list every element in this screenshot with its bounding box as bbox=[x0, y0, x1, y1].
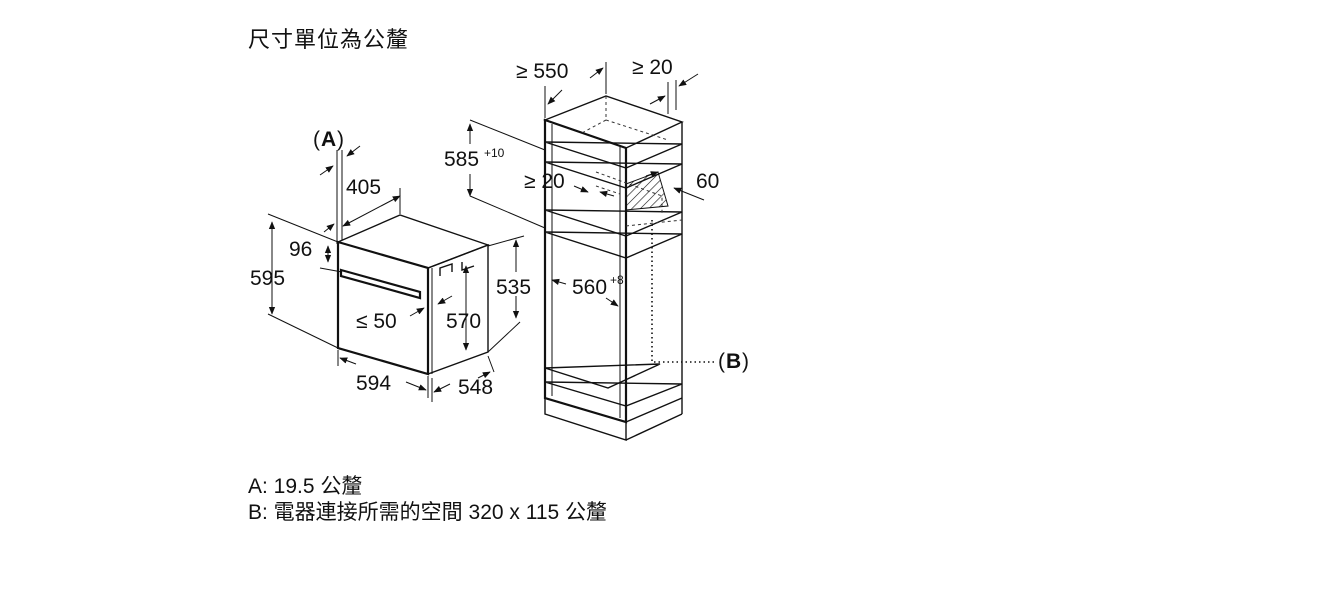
dim-560: 560 bbox=[572, 276, 607, 299]
dim-570: 570 bbox=[446, 310, 481, 333]
tall-cabinet bbox=[542, 95, 684, 441]
dim-548: 548 bbox=[458, 376, 493, 399]
oven-handle bbox=[339, 268, 422, 300]
b-marker-close: ) bbox=[742, 350, 749, 373]
dim-560-tolerance: +8 bbox=[610, 273, 624, 287]
oven-top bbox=[335, 214, 491, 269]
dimension-notes: A: 19.5 公釐 B: 電器連接所需的空間 320 x 115 公釐 bbox=[248, 474, 607, 526]
dim-585: 585 bbox=[444, 148, 479, 171]
note-a: A: 19.5 公釐 bbox=[248, 475, 363, 498]
dim-594: 594 bbox=[356, 372, 391, 395]
dim-le50: ≤ 50 bbox=[356, 310, 397, 333]
dim-ge20-mid: ≥ 20 bbox=[524, 170, 565, 193]
dim-595: 595 bbox=[250, 267, 285, 290]
connection-area bbox=[625, 171, 669, 211]
oven-front bbox=[336, 240, 430, 376]
units-title: 尺寸單位為公釐 bbox=[248, 27, 410, 52]
a-marker-close: ) bbox=[337, 128, 344, 151]
dim-96: 96 bbox=[289, 238, 312, 261]
b-marker-open: ( bbox=[718, 350, 725, 373]
note-b: B: 電器連接所需的空間 320 x 115 公釐 bbox=[248, 501, 608, 524]
dim-405: 405 bbox=[346, 176, 381, 199]
b-marker: B bbox=[726, 350, 741, 373]
a-marker-open: ( bbox=[313, 128, 320, 151]
dim-60: 60 bbox=[696, 170, 719, 193]
dim-ge20-top: ≥ 20 bbox=[632, 56, 673, 79]
dim-535: 535 bbox=[496, 276, 531, 299]
dim-ge550: ≥ 550 bbox=[516, 60, 568, 83]
a-marker: A bbox=[321, 128, 336, 151]
dim-585-tolerance: +10 bbox=[484, 146, 505, 160]
